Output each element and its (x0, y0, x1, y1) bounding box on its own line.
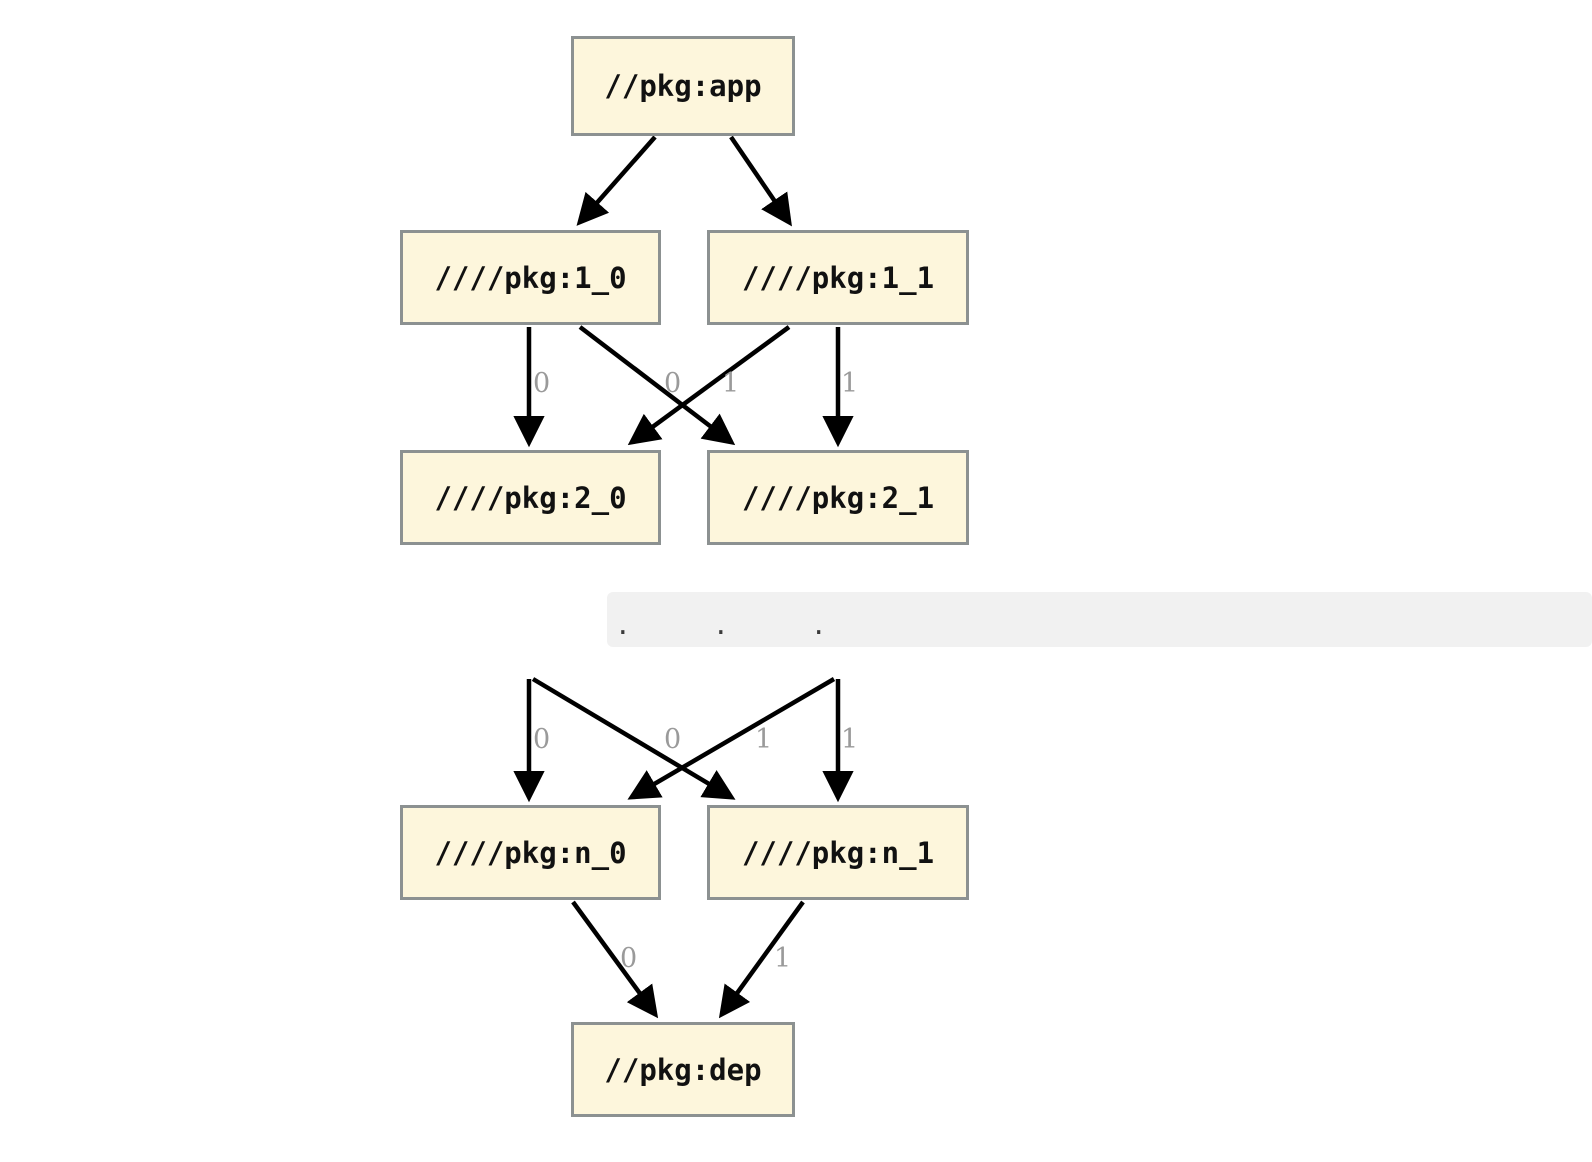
node-pkg-n_0[interactable]: ////pkg:n_0 (400, 805, 661, 900)
edge-label-1_0-2_1: 1 (722, 368, 740, 399)
edge-label-upper-n_0-diagonal: 0 (664, 724, 682, 755)
node-label: ////pkg:2_0 (434, 480, 627, 515)
node-pkg-2_0[interactable]: ////pkg:2_0 (400, 450, 661, 545)
node-label: ////pkg:1_1 (741, 260, 935, 295)
ellipsis-dots: . . . (615, 611, 844, 641)
edge-label-upper-n_1: 1 (841, 724, 859, 755)
edge-upper-to-n_1-diagonal (531, 677, 736, 800)
node-pkg-1_1[interactable]: ////pkg:1_1 (707, 230, 969, 325)
edge-upper-to-n_0-diagonal (627, 677, 836, 800)
node-pkg-dep[interactable]: //pkg:dep (571, 1022, 795, 1117)
node-pkg-2_1[interactable]: ////pkg:2_1 (707, 450, 969, 545)
edge-app-to-1_0 (576, 135, 657, 226)
ellipsis-band: . . . (607, 592, 1592, 647)
edge-1_0-to-2_1 (578, 325, 736, 446)
edge-n_1-to-dep (718, 900, 805, 1019)
edge-label-1_1-2_1: 1 (841, 368, 859, 399)
node-label: ////pkg:2_1 (741, 480, 935, 515)
edge-label-upper-n_0: 0 (533, 724, 551, 755)
node-pkg-n_1[interactable]: ////pkg:n_1 (707, 805, 969, 900)
node-pkg-1_0[interactable]: ////pkg:1_0 (400, 230, 661, 325)
node-label: //pkg:dep (604, 1052, 762, 1087)
node-label: //pkg:app (604, 69, 762, 103)
edge-label-upper-n_1-diagonal: 1 (755, 724, 773, 755)
edge-label-n_0-dep: 0 (620, 943, 638, 974)
edge-1_1-to-2_0 (627, 325, 791, 446)
edge-label-1_0-2_0: 0 (533, 368, 551, 399)
node-label: ////pkg:n_0 (434, 835, 627, 870)
edge-app-to-1_1 (729, 135, 792, 227)
node-pkg-app[interactable]: //pkg:app (571, 36, 795, 136)
edge-n_0-to-dep (571, 900, 659, 1019)
node-label: ////pkg:n_1 (741, 835, 935, 870)
edge-label-1_1-2_0: 0 (664, 368, 682, 399)
node-label: ////pkg:1_0 (434, 260, 627, 295)
edge-label-n_1-dep: 1 (774, 943, 792, 974)
